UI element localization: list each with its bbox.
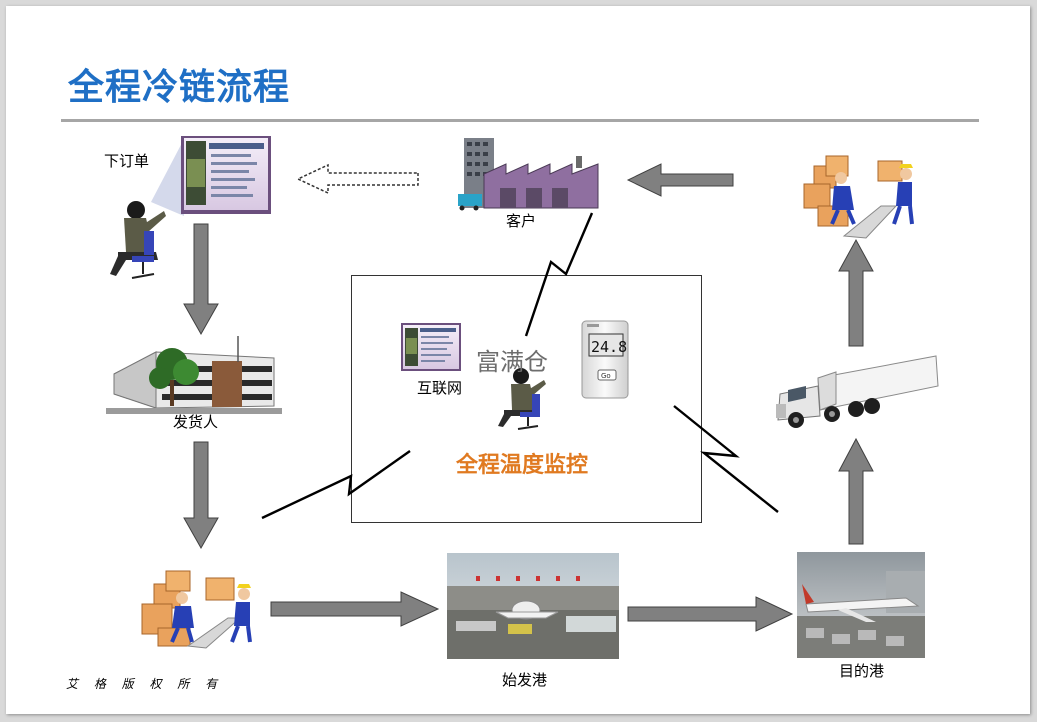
internet-screen-icon [401,323,461,371]
pickup-workers-icon [141,570,252,649]
customer-label: 客户 [506,212,536,230]
shipper-label: 发货人 [173,413,218,431]
origin-port-photo [447,553,619,659]
arrow-order-to-shipper [183,223,219,336]
refrigerated-truck-icon [776,355,939,428]
arrow-shipper-to-pickup [183,441,219,550]
temperature-logger-icon: 24.8 Go [581,320,629,399]
order-computer-icon [110,136,271,279]
destination-port-label: 目的港 [839,662,884,680]
signal-link-right [673,405,779,513]
arrow-destination-to-truck [838,437,874,545]
operator-seated-icon [498,368,546,430]
arrow-pickup-to-origin [270,591,440,627]
page-title: 全程冷链流程 [68,67,291,108]
arrow-origin-to-destination [627,596,794,632]
customer-factory-icon [458,138,599,211]
signal-link-customer [524,212,594,337]
monitoring-label: 全程温度监控 [456,453,589,478]
device-go-button: Go [601,372,611,380]
internet-label: 互联网 [417,379,462,397]
warehouse-label: 富满仓 [476,348,548,376]
origin-port-label: 始发港 [502,671,547,689]
diagram-canvas: 下订单 客户 [104,136,939,689]
slide: 全程冷链流程 [6,6,1030,714]
arrow-truck-to-delivery [838,238,874,347]
title-divider [61,119,979,122]
device-reading: 24.8 [591,338,627,356]
arrow-delivery-to-customer [626,163,734,197]
arrow-customer-to-order [296,163,419,195]
destination-port-photo [797,552,925,658]
signal-link-left [261,450,411,520]
copyright-text: 艾 格 版 权 所 有 [66,677,224,691]
shipper-building-icon [106,336,282,414]
delivery-workers-icon [803,155,914,239]
order-label: 下订单 [104,152,149,170]
